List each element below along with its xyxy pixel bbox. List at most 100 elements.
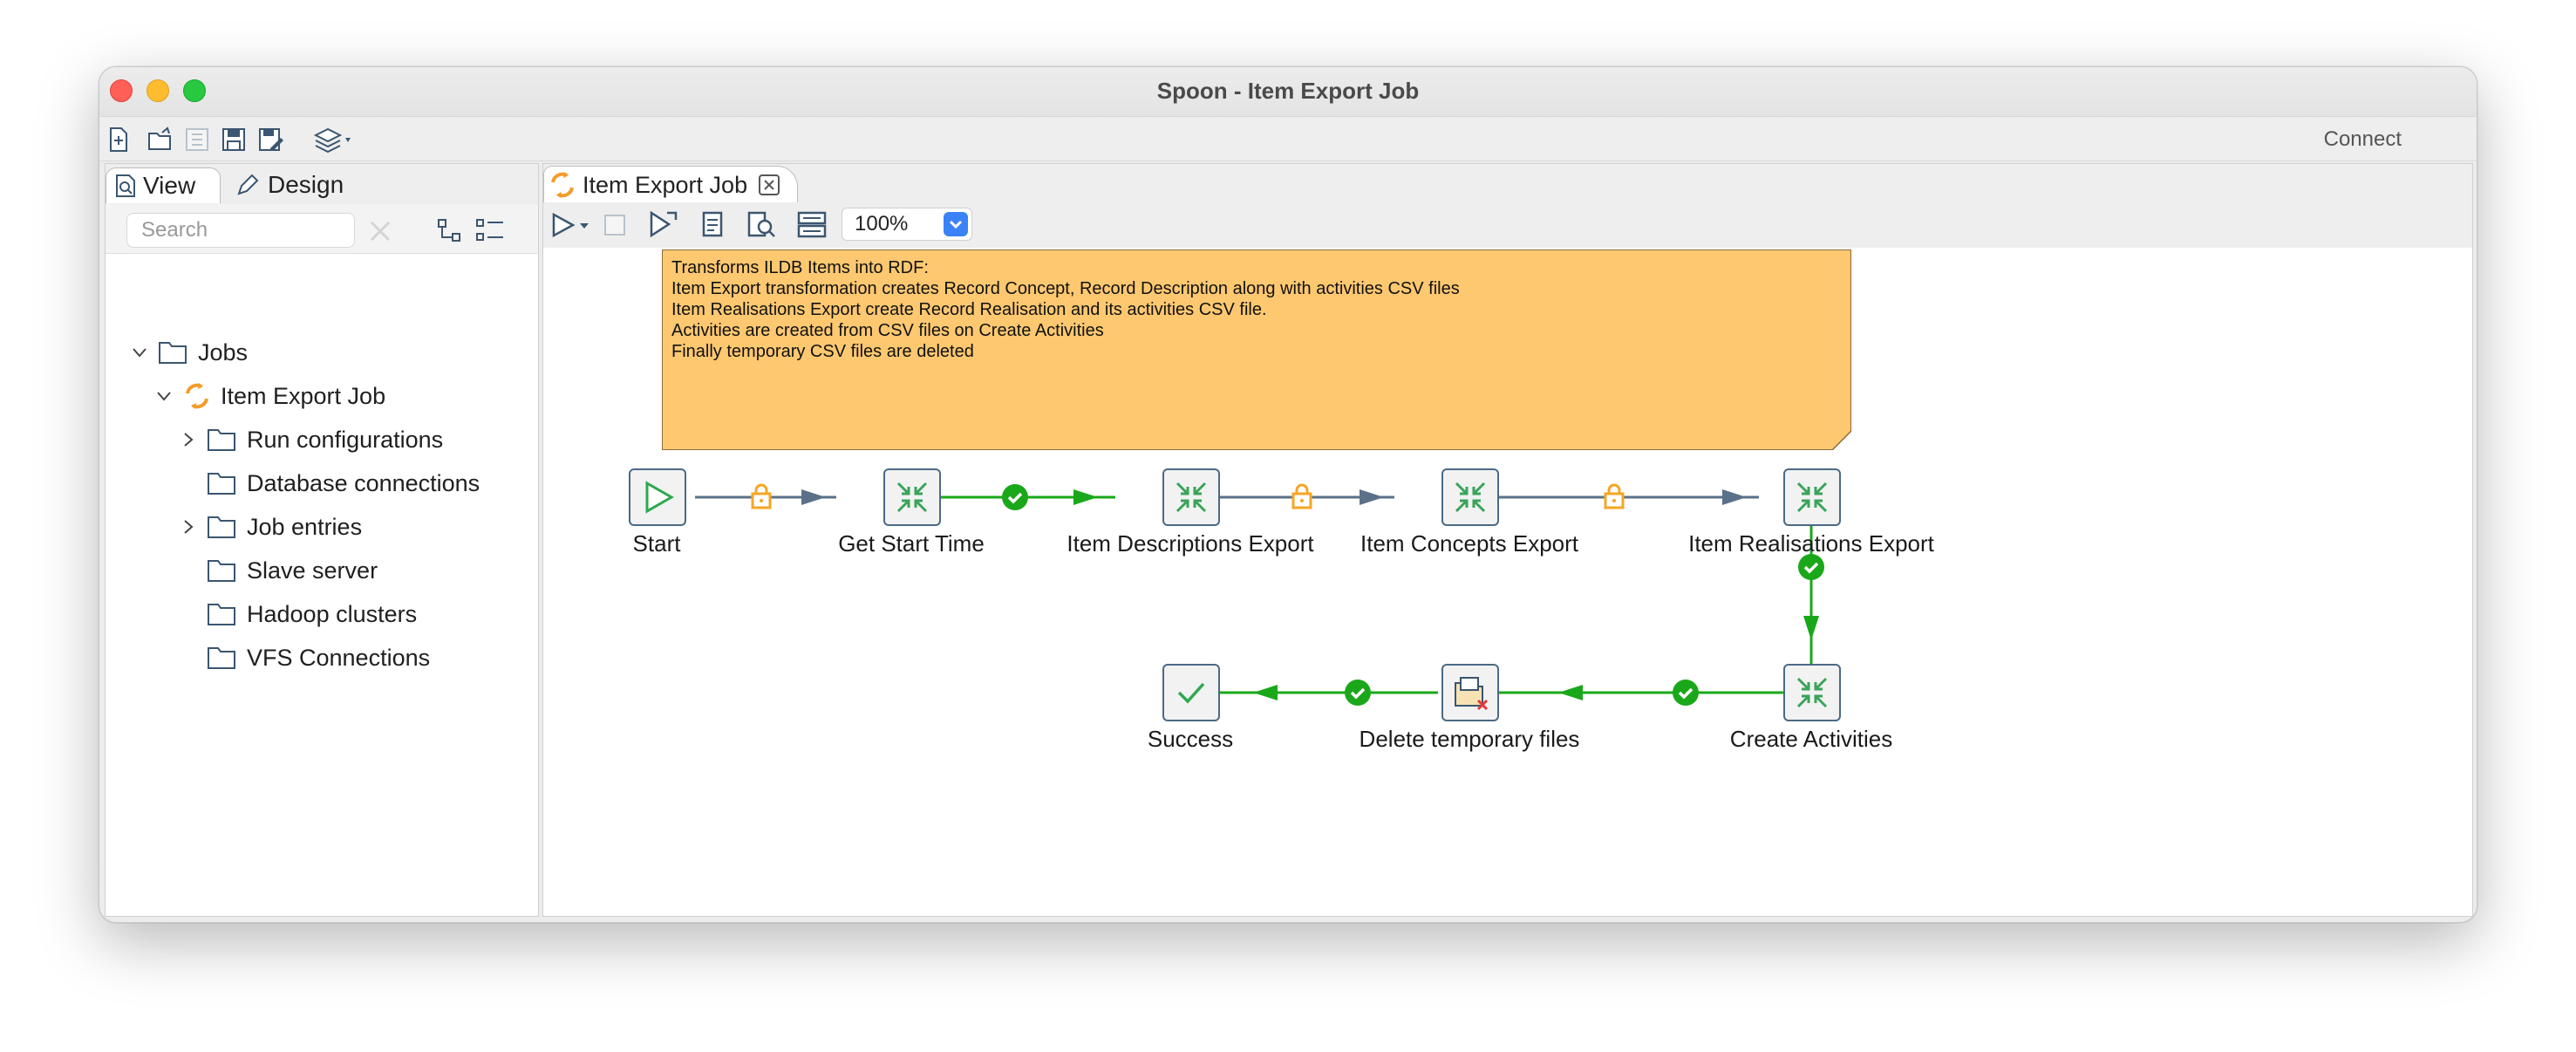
folder-icon [208, 473, 235, 495]
layers-perspective-icon[interactable] [312, 126, 354, 154]
window-title: Spoon - Item Export Job [1156, 78, 1420, 104]
node-label-item-concepts-export: Item Concepts Export [1360, 530, 1578, 557]
job-icon [186, 383, 208, 409]
node-delete-temporary-files[interactable] [1441, 664, 1499, 721]
folder-icon [208, 604, 235, 625]
spoon-window: Spoon - Item Export Job Connect View Des… [99, 66, 2477, 923]
close-window-button[interactable] [110, 79, 133, 102]
chevron-right-icon[interactable] [179, 517, 198, 536]
zoom-window-button[interactable] [183, 79, 206, 102]
job-note[interactable]: Transforms ILDB Items into RDF: Item Exp… [662, 249, 1851, 450]
tree-item-job-entries[interactable]: Job entries [179, 509, 362, 544]
tree-search-bar: Search [106, 204, 538, 254]
chevron-down-icon [949, 220, 963, 229]
open-file-icon[interactable] [147, 126, 174, 154]
node-start[interactable] [629, 468, 686, 526]
tree-item-label: Slave server [247, 557, 378, 584]
folder-icon [208, 516, 235, 538]
tree-item-vfs-connections[interactable]: VFS Connections [207, 640, 430, 675]
tab-view[interactable]: View [106, 167, 221, 203]
node-create-activities[interactable] [1783, 664, 1841, 721]
note-line: Item Export transformation creates Recor… [671, 279, 1460, 298]
lock-icon [751, 483, 772, 509]
expand-tree-icon[interactable] [475, 216, 507, 244]
node-label-get-start-time: Get Start Time [838, 530, 985, 557]
impact-analysis-icon[interactable] [746, 209, 777, 239]
success-check-icon [1673, 680, 1699, 706]
transformation-icon [1176, 482, 1207, 513]
node-label-delete-temporary-files: Delete temporary files [1359, 726, 1580, 752]
node-success[interactable] [1162, 664, 1220, 721]
success-check-icon [1798, 554, 1824, 580]
main-toolbar: Connect [99, 116, 2477, 161]
zoom-dropdown-button[interactable] [944, 212, 968, 236]
new-file-icon[interactable] [105, 126, 133, 154]
folder-icon [208, 647, 235, 669]
tree-item-database-connections[interactable]: Database connections [207, 466, 480, 501]
delete-files-icon [1455, 677, 1489, 711]
tab-design[interactable]: Design [226, 167, 362, 202]
job-hops [695, 483, 1824, 706]
note-fold-corner [1832, 431, 1851, 450]
zoom-value: 100% [855, 212, 909, 236]
tab-item-export-job[interactable]: Item Export Job [543, 166, 798, 203]
folder-icon [208, 429, 235, 451]
node-item-descriptions-export[interactable] [1162, 468, 1220, 526]
minimize-window-button[interactable] [147, 79, 169, 102]
tree-item-jobs[interactable]: Jobs [130, 335, 248, 370]
explore-repository-icon[interactable] [183, 126, 211, 154]
job-canvas[interactable]: Transforms ILDB Items into RDF: Item Exp… [543, 248, 2472, 916]
node-item-concepts-export[interactable] [1441, 468, 1499, 526]
hop-arrow [1558, 685, 1583, 700]
hop-arrow [1253, 685, 1278, 700]
node-label-success: Success [1147, 726, 1234, 752]
folder-icon [208, 560, 235, 582]
save-icon[interactable] [220, 126, 248, 154]
tree-item-item-export-job[interactable]: Item Export Job [154, 379, 385, 413]
chevron-down-icon[interactable] [154, 386, 174, 406]
transformation-icon [1796, 482, 1828, 513]
editor-tabs: Item Export Job [543, 164, 2472, 203]
sql-icon[interactable] [796, 209, 828, 239]
hop-arrow [1360, 489, 1384, 505]
preview-icon[interactable] [648, 209, 679, 239]
chevron-right-icon[interactable] [179, 430, 198, 449]
note-line: Transforms ILDB Items into RDF: [671, 258, 929, 277]
note-line: Activities are created from CSV files on… [671, 321, 1104, 340]
node-label-item-realisations-export: Item Realisations Export [1688, 530, 1934, 557]
node-label-start: Start [632, 530, 681, 557]
search-input[interactable]: Search [126, 213, 355, 248]
view-icon [116, 174, 135, 197]
verify-icon[interactable] [697, 209, 728, 239]
run-icon[interactable] [549, 211, 594, 239]
tree-item-run-configurations[interactable]: Run configurations [179, 422, 443, 457]
pencil-icon [237, 174, 259, 195]
hop-arrow [1722, 489, 1747, 505]
node-item-realisations-export[interactable] [1783, 468, 1841, 526]
title-bar: Spoon - Item Export Job [99, 67, 2477, 116]
note-line: Finally temporary CSV files are deleted [671, 342, 974, 361]
tree-item-label: Database connections [247, 469, 480, 496]
tab-item-export-job-label: Item Export Job [583, 171, 748, 198]
tab-design-label: Design [268, 171, 344, 198]
tree-item-label: Jobs [198, 338, 249, 365]
tree-item-label: Job entries [247, 513, 363, 540]
tree-item-slave-server[interactable]: Slave server [207, 553, 378, 588]
success-check-icon [1177, 682, 1205, 704]
tree-item-hadoop-clusters[interactable]: Hadoop clusters [207, 597, 417, 632]
job-toolbar: 100% [543, 202, 2472, 249]
tree-item-label: Hadoop clusters [247, 600, 418, 627]
tab-view-label: View [143, 172, 196, 199]
tree-item-label: VFS Connections [247, 644, 431, 671]
save-as-icon[interactable] [256, 126, 284, 154]
clear-search-icon[interactable] [367, 218, 393, 244]
chevron-down-icon[interactable] [130, 343, 149, 362]
collapse-tree-icon[interactable] [437, 216, 467, 244]
left-panel: View Design Search Jobs Item Export Job [105, 163, 539, 917]
zoom-select[interactable]: 100% [842, 208, 972, 241]
node-get-start-time[interactable] [883, 468, 941, 526]
connect-button[interactable]: Connect [2323, 127, 2402, 151]
close-tab-icon[interactable] [758, 174, 780, 196]
hop-arrow [1073, 489, 1098, 505]
stop-icon[interactable] [603, 213, 627, 237]
